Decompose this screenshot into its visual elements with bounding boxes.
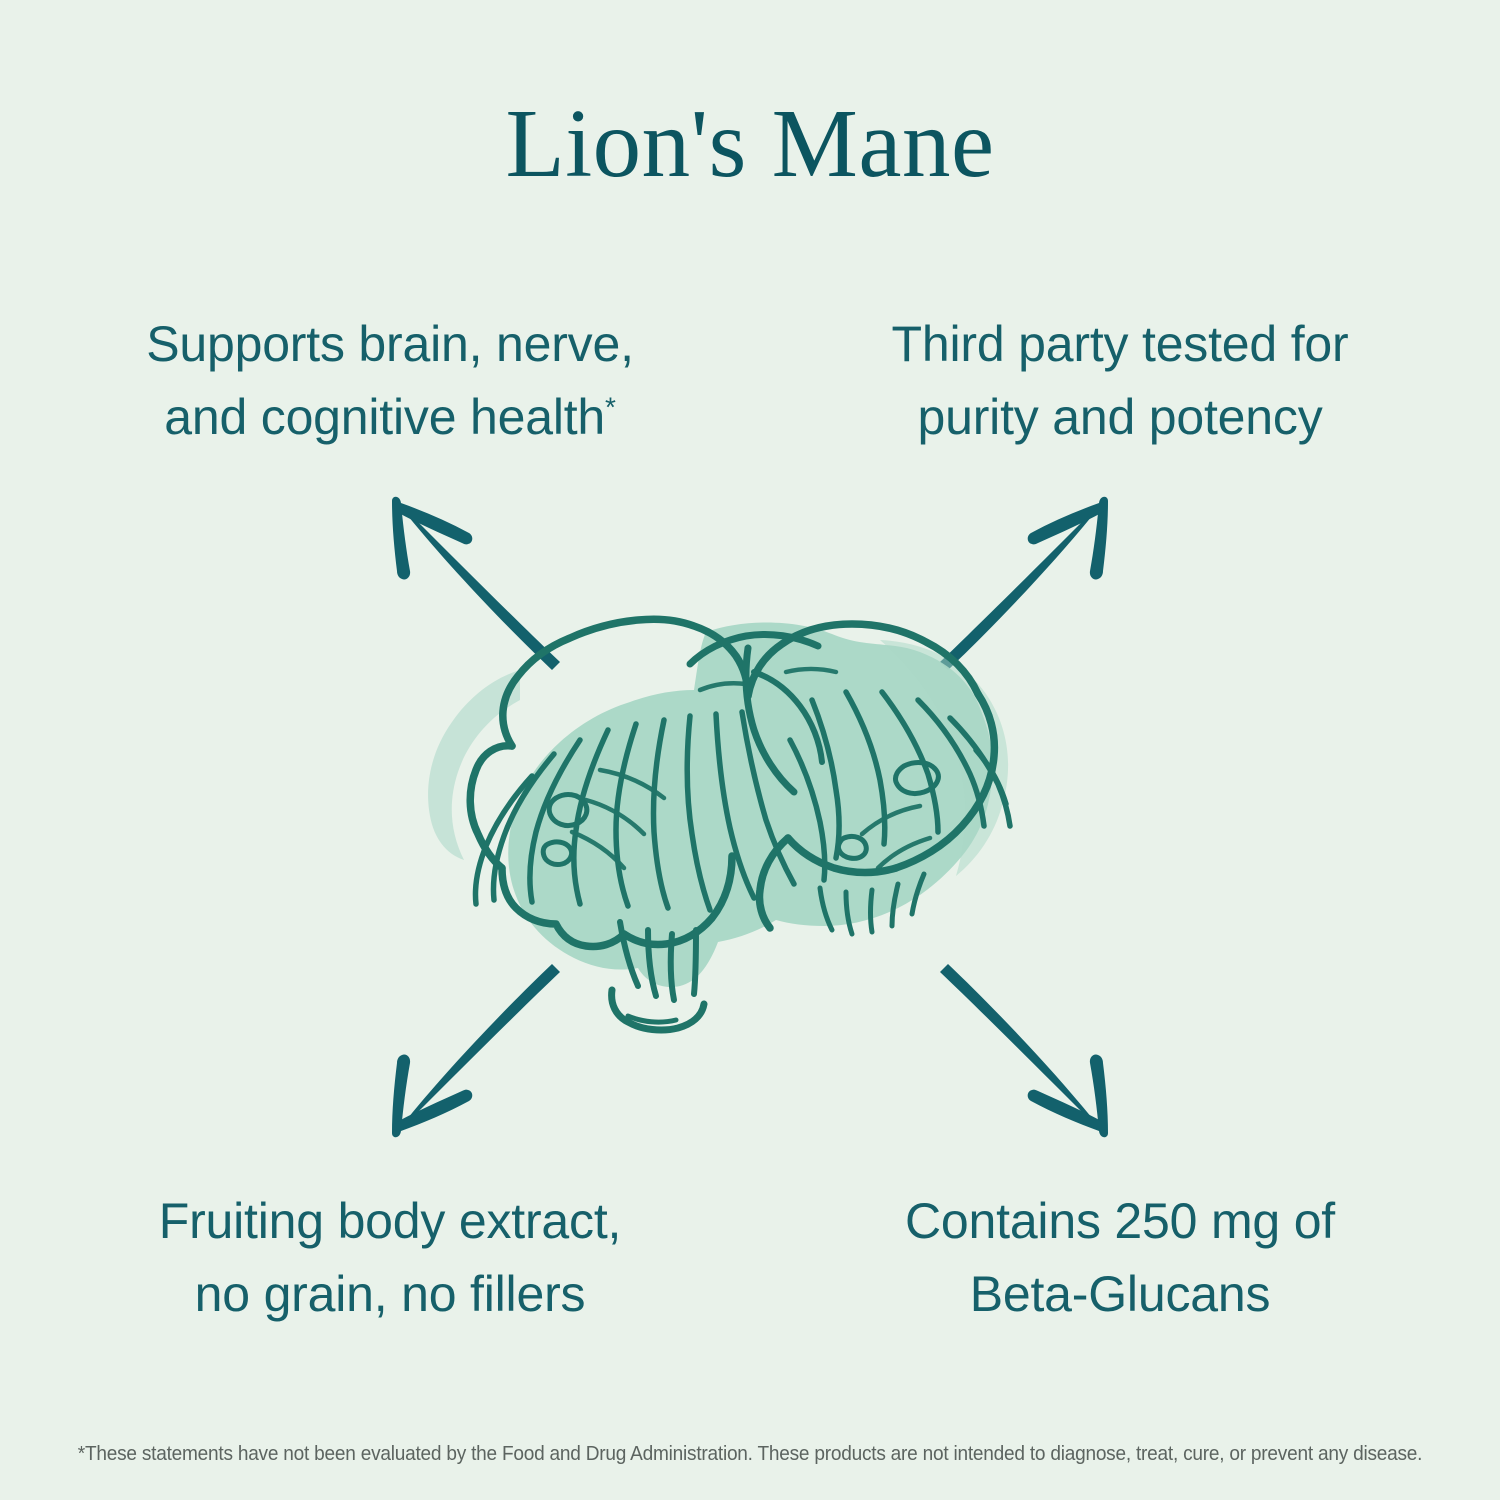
benefit-supports-brain-nerve-cognitive-health: Supports brain, nerve, and cognitive hea…	[60, 308, 720, 454]
footnote-asterisk: *	[605, 391, 616, 423]
arrow-to-bottom-left	[392, 964, 560, 1138]
benefit-line-2: and cognitive health	[164, 389, 606, 445]
arrow-to-top-right	[940, 496, 1108, 670]
benefit-line-2: no grain, no fillers	[194, 1266, 586, 1322]
benefit-line-2: purity and potency	[917, 389, 1323, 445]
arrow-to-top-left	[392, 496, 560, 670]
benefit-line-1: Fruiting body extract,	[158, 1193, 622, 1249]
benefit-line-1: Contains 250 mg of	[905, 1193, 1335, 1249]
page-title: Lion's Mane	[505, 90, 995, 197]
benefit-line-2: Beta-Glucans	[969, 1266, 1271, 1322]
benefit-line-1: Third party tested for	[891, 316, 1349, 372]
arrow-to-bottom-right	[940, 964, 1108, 1138]
benefit-third-party-tested: Third party tested for purity and potenc…	[790, 308, 1450, 454]
lions-mane-mushroom-illustration	[428, 619, 1010, 1030]
fda-disclaimer: *These statements have not been evaluate…	[77, 1442, 1423, 1466]
benefit-line-1: Supports brain, nerve,	[146, 316, 634, 372]
benefit-beta-glucans-content: Contains 250 mg of Beta-Glucans	[790, 1185, 1450, 1331]
benefit-fruiting-body-extract: Fruiting body extract, no grain, no fill…	[60, 1185, 720, 1331]
